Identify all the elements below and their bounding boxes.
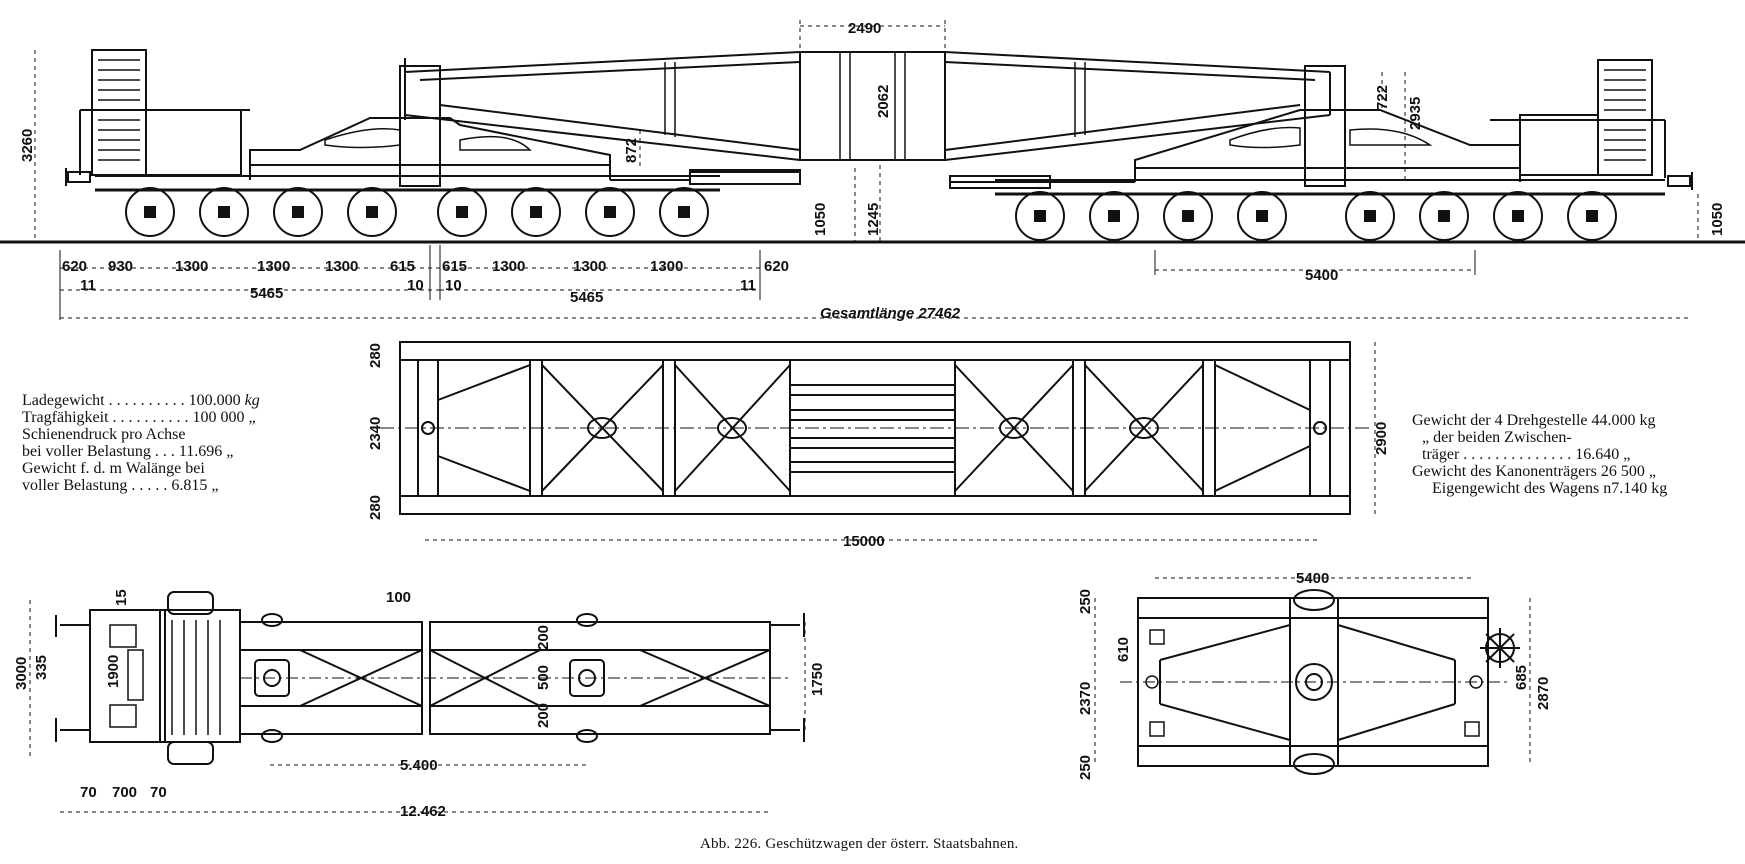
dim-100: 100 [386, 589, 411, 606]
intermediate-carrier-plan: 5400 250 2370 250 610 685 2870 [1077, 570, 1552, 780]
dim-1300-f: 1300 [650, 258, 683, 275]
dim-70-a: 70 [80, 784, 97, 801]
dim-5465-b: 5465 [570, 289, 603, 306]
dim-11-a: 11 [80, 277, 96, 294]
gun-carrier-plan: 280 2340 280 2900 15000 [367, 341, 1390, 550]
dim-1050-right: 1050 [1709, 203, 1726, 236]
left-table-row: bei voller Belastung . . . 11.696 „ [22, 443, 234, 460]
dim-3260: 3260 [19, 129, 36, 162]
dim-5400-side: 5400 [1305, 267, 1338, 284]
dim-11-b: 11 [740, 277, 756, 294]
dim-2900: 2900 [1373, 422, 1390, 455]
dim-930: 930 [108, 258, 133, 275]
dim-2490: 2490 [848, 20, 881, 37]
dim-2062: 2062 [875, 85, 892, 118]
right-table-row: „ der beiden Zwischen- [1422, 429, 1572, 446]
left-table-row: Ladegewicht . . . . . . . . . . 100.000 … [22, 392, 260, 409]
right-bolster-frame [1134, 109, 1521, 182]
dim-200-b: 200 [535, 703, 552, 728]
left-bolster-frame [249, 117, 611, 180]
dim-615-b: 615 [442, 258, 467, 275]
bogie-assembly-plan: 100 15 3000 335 1900 200 500 200 1750 5.… [13, 589, 826, 820]
dim-1750: 1750 [809, 663, 826, 696]
dim-250-bottom: 250 [1077, 755, 1094, 780]
dim-1300-b: 1300 [257, 258, 290, 275]
dim-1050-left: 1050 [812, 203, 829, 236]
gun-carrier-center-section [799, 51, 946, 161]
side-bottom-dims: 620 930 1300 1300 1300 615 615 1300 1300… [62, 258, 1338, 322]
dim-1245: 1245 [865, 203, 882, 236]
right-table-row: Gewicht der 4 Drehgestelle 44.000 kg [1412, 412, 1656, 429]
dim-1900: 1900 [105, 655, 122, 688]
dim-685: 685 [1513, 665, 1530, 690]
dim-250-top: 250 [1077, 589, 1094, 614]
dim-10-a: 10 [407, 277, 424, 294]
dim-5400-bogie: 5400 [1296, 570, 1329, 587]
total-length-label: Gesamtlänge 27462 [820, 305, 961, 322]
left-brake-house [91, 49, 147, 176]
left-weight-table: Ladegewicht . . . . . . . . . . 100.000 … [22, 392, 260, 494]
left-wheel-set [125, 187, 709, 237]
dim-620-right: 620 [764, 258, 789, 275]
dim-1300-d: 1300 [492, 258, 525, 275]
dim-5400-plan: 5.400 [400, 757, 438, 774]
dim-2370: 2370 [1077, 682, 1094, 715]
dim-615-a: 615 [390, 258, 415, 275]
right-table-row: Eigengewicht des Wagens n7.140 kg [1432, 480, 1668, 497]
dim-722: 722 [1374, 85, 1391, 110]
dim-3000: 3000 [13, 657, 30, 690]
dim-700: 700 [112, 784, 137, 801]
right-brake-house [1597, 59, 1653, 176]
right-platform [1519, 114, 1599, 176]
dim-872: 872 [623, 138, 640, 163]
dim-15: 15 [113, 589, 130, 606]
dim-12462: 12.462 [400, 803, 446, 820]
side-elevation: 2490 2062 722 2935 872 3260 1050 1245 10… [0, 20, 1745, 322]
dim-2935: 2935 [1407, 97, 1424, 130]
dim-1300-e: 1300 [573, 258, 606, 275]
dim-10-b: 10 [445, 277, 462, 294]
dim-1300-a: 1300 [175, 258, 208, 275]
dim-620-left: 620 [62, 258, 87, 275]
right-wheel-set [1015, 191, 1617, 241]
left-table-row: Tragfähigkeit . . . . . . . . . . 100 00… [22, 409, 256, 426]
dim-280-top: 280 [367, 343, 384, 368]
dim-15000: 15000 [843, 533, 885, 550]
gun-carrier-bottom-chord [404, 114, 1331, 161]
dim-1300-c: 1300 [325, 258, 358, 275]
right-table-row: träger . . . . . . . . . . . . . . 16.64… [1422, 446, 1631, 463]
dim-200-a: 200 [535, 625, 552, 650]
figure-caption: Abb. 226. Geschützwagen der österr. Staa… [700, 836, 1019, 852]
dim-5465-a: 5465 [250, 285, 283, 302]
dim-2870: 2870 [1535, 677, 1552, 710]
right-table-row: Gewicht des Kanonenträgers 26 500 „ [1412, 463, 1656, 480]
gun-carrier-top-chord [404, 51, 1331, 73]
right-weight-table: Gewicht der 4 Drehgestelle 44.000 kg „ d… [1412, 412, 1667, 497]
left-platform [145, 109, 242, 176]
hand-wheel-icon [1480, 628, 1520, 668]
dim-2340: 2340 [367, 417, 384, 450]
dim-70-b: 70 [150, 784, 167, 801]
dim-280-bottom: 280 [367, 495, 384, 520]
left-table-row: Gewicht f. d. m Walänge bei [22, 460, 205, 477]
left-table-row: voller Belastung . . . . . 6.815 „ [22, 477, 219, 494]
dim-610: 610 [1115, 637, 1132, 662]
dim-500: 500 [535, 665, 552, 690]
dim-335: 335 [33, 655, 50, 680]
left-table-row: Schienendruck pro Achse [22, 426, 186, 443]
